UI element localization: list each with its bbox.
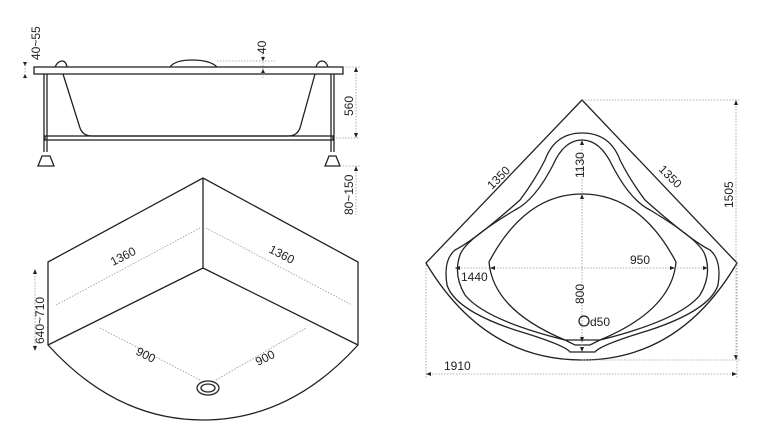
drain-label: d50 — [590, 315, 610, 329]
depth-label: 560 — [342, 96, 356, 116]
inner-width-label: 1440 — [461, 270, 488, 284]
total-width-label: 1910 — [444, 359, 471, 373]
iso-inner-left-label: 900 — [134, 344, 158, 366]
headrest-height-label: 40 — [255, 40, 269, 54]
top-view: d50 1130 800 1440 950 1350 1350 1505 191… — [425, 99, 740, 378]
bottom-depth-label: 800 — [573, 284, 587, 304]
iso-side-left-label: 1360 — [108, 244, 138, 269]
isometric-view: 640~710 1360 1360 900 900 — [33, 177, 359, 421]
iso-inner-right-label: 900 — [253, 347, 277, 369]
bottom-width-label: 950 — [630, 253, 650, 267]
inner-depth-label: 1130 — [573, 152, 587, 178]
side-right-label: 1350 — [656, 162, 685, 191]
total-depth-label: 1505 — [722, 181, 736, 208]
side-view: 40~55 40 560 80~150 — [23, 26, 360, 215]
front-height-label: 640~710 — [33, 297, 47, 344]
leg-height-label: 80~150 — [342, 174, 356, 215]
iso-side-right-label: 1360 — [267, 242, 297, 267]
rim-height-label: 40~55 — [29, 26, 43, 60]
